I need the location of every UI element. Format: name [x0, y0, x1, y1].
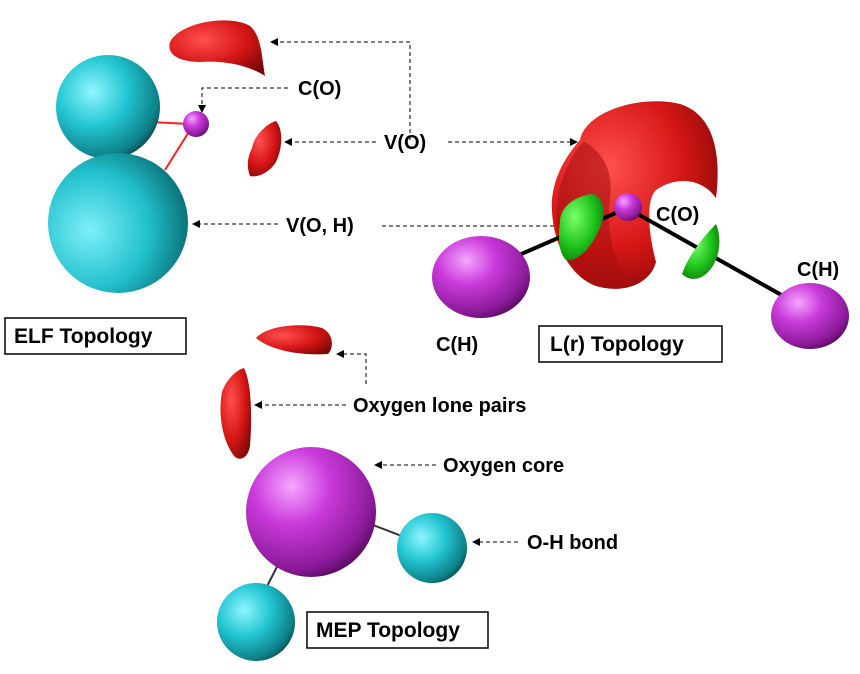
elf-lone-pair-basin-right — [247, 121, 282, 177]
elf-core-label: C(O) — [298, 78, 341, 100]
elf-title: ELF Topology — [14, 325, 153, 348]
arrowhead-valence-left — [284, 138, 292, 146]
mep-lone-pair-basin-top — [256, 325, 332, 355]
leader-core — [201, 87, 288, 108]
arrowhead-valence-right — [570, 138, 578, 146]
mep-title-box — [306, 611, 489, 649]
elf-bond-label: V(O, H) — [286, 215, 354, 237]
lr-h-right-label: C(H) — [797, 259, 839, 281]
lr-hydrogen-basin-left — [432, 236, 530, 318]
arrowhead-lone-pairs-left — [254, 401, 262, 409]
arrowhead-valence-top — [270, 38, 278, 46]
elf-oh-bond-lower — [164, 129, 191, 171]
lr-h-left-label: C(H) — [436, 334, 478, 356]
mep-panel — [217, 325, 467, 661]
mep-hydrogen-basin-right — [397, 513, 467, 583]
lr-hydrogen-basin-right — [771, 283, 849, 349]
elf-core-basin — [183, 111, 209, 137]
lr-bond-basin-left — [558, 194, 604, 261]
leader-lone-pairs-top — [342, 353, 367, 384]
mep-hydrogen-basin-lower — [217, 583, 295, 661]
lr-bond-basin-right — [682, 224, 720, 279]
mep-bond-label: O-H bond — [527, 532, 618, 554]
mep-title: MEP Topology — [316, 619, 460, 642]
lr-title-box — [538, 325, 723, 363]
elf-hydrogen-basin-upper — [56, 55, 160, 159]
lr-panel — [432, 101, 849, 349]
mep-lone-pairs-label: Oxygen lone pairs — [353, 395, 526, 417]
elf-hydrogen-basin-lower — [48, 153, 188, 293]
lr-bond-right — [626, 206, 809, 312]
arrowhead-lone-pairs-top — [336, 350, 344, 358]
arrowhead-oxygen-core — [374, 461, 382, 469]
elf-panel — [48, 20, 282, 293]
arrowhead-bond-left — [192, 220, 200, 228]
mep-leader-lines — [254, 350, 518, 546]
lr-core-label: C(O) — [656, 204, 699, 226]
arrowhead-oh-bond — [472, 538, 480, 546]
mep-core-basin — [246, 447, 376, 577]
elf-lone-pair-basin-top — [169, 20, 265, 77]
leader-valence-top — [276, 41, 411, 140]
elf-title-box — [4, 317, 187, 355]
arrowhead-core — [198, 105, 206, 113]
elf-valence-label: V(O) — [384, 132, 426, 154]
lr-title: L(r) Topology — [550, 333, 684, 356]
mep-core-label: Oxygen core — [443, 455, 564, 477]
mep-lone-pair-basin-left — [220, 368, 252, 459]
lr-core-basin — [614, 193, 642, 221]
